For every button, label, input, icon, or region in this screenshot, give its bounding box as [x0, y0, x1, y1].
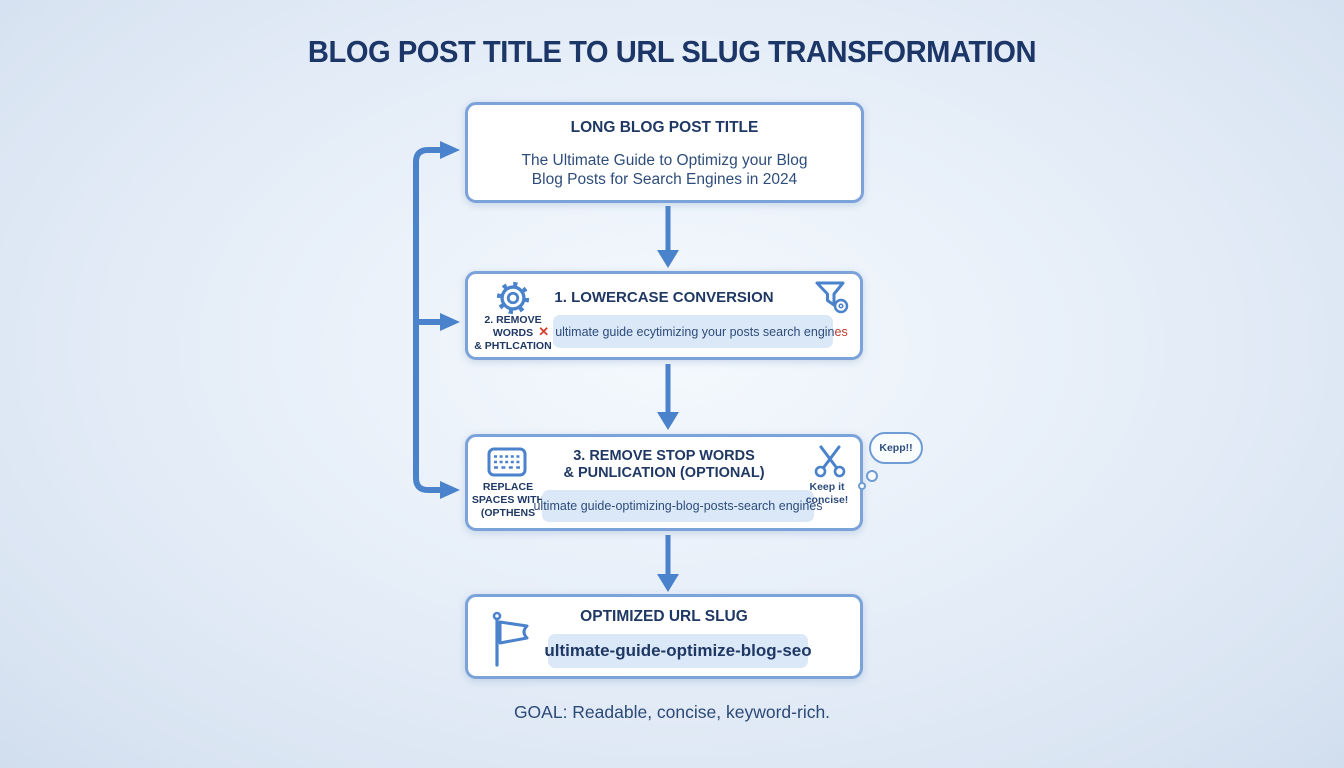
output-field-text: ultimate-guide-optimize-blog-seo [544, 641, 812, 660]
step1-field-red-suffix: es [834, 324, 848, 339]
input-body-line2: Blog Posts for Search Engines in 2024 [531, 171, 798, 188]
input-title-box: LONG BLOG POST TITLE The Ultimate Guide … [465, 102, 864, 203]
step1-side-line3: & PHTLCATION [474, 340, 552, 352]
keyboard-icon [487, 447, 527, 477]
step1-heading: 1. LOWERCASE CONVERSION [554, 289, 774, 306]
step1-side-line2: WORDS [492, 327, 534, 339]
output-slug-field: ultimate-guide-optimize-blog-seo [544, 634, 812, 668]
step2-heading: 3. REMOVE STOP WORDS & PUNLICATION (OPTI… [468, 448, 860, 482]
input-box-body: The Ultimate Guide to Optimizg your Blog… [468, 151, 861, 189]
step2-stopwords-box: 3. REMOVE STOP WORDS & PUNLICATION (OPTI… [465, 434, 863, 531]
note-line2: concise! [805, 494, 849, 506]
flow-arrow-down-2 [657, 364, 679, 430]
flow-arrow-down-3 [657, 535, 679, 592]
note-line1: Keep it [809, 481, 845, 493]
thought-bubble-dot [866, 470, 878, 482]
step2-side-line3: (OPTHENS [480, 507, 536, 519]
step2-field-text: ultimate guide-optimizing-blog-posts-sea… [533, 499, 823, 513]
step1-result-field: ✕ ultimate guide ecytimizing your posts … [538, 315, 848, 348]
gear-icon [496, 281, 530, 315]
step2-side-line1: REPLACE [482, 481, 534, 493]
step1-lowercase-box: 1. LOWERCASE CONVERSION 2. REMOVE WORDS … [465, 271, 863, 360]
step2-side-label: REPLACE SPACES WITH (OPTHENS [468, 481, 548, 520]
flag-icon [492, 611, 529, 667]
thought-bubble-dot [858, 482, 866, 490]
goal-caption: GOAL: Readable, concise, keyword-rich. [513, 702, 831, 722]
step1-side-label: 2. REMOVE WORDS & PHTLCATION [471, 314, 555, 353]
step1-field-text: ultimate guide ecytimizing your posts se… [555, 324, 835, 339]
output-heading: OPTIMIZED URL SLUG [580, 608, 748, 625]
scissors-icon [814, 445, 846, 478]
step2-side-line2: SPACES WITH [471, 494, 545, 506]
funnel-filter-icon [815, 281, 849, 314]
branch-connector-arrows [413, 141, 460, 499]
step2-heading-line1: 3. REMOVE STOP WORDS [573, 448, 755, 464]
step1-side-line1: 2. REMOVE [484, 314, 542, 326]
input-body-line1: The Ultimate Guide to Optimizg your Blog [521, 152, 808, 169]
output-slug-box: OPTIMIZED URL SLUG ultimate-guide-optimi… [465, 594, 863, 679]
step2-heading-line2: & PUNLICATION (OPTIONAL) [563, 465, 765, 481]
flow-arrow-down-1 [657, 206, 679, 268]
diagram-title: BLOG POST TITLE TO URL SLUG TRANSFORMATI… [307, 34, 1037, 69]
thought-bubble: Kepp!! [869, 432, 923, 464]
input-box-heading: LONG BLOG POST TITLE [570, 119, 759, 136]
keep-it-concise-note: Keep it concise! [798, 481, 856, 507]
step2-result-field: ultimate guide-optimizing-blog-posts-sea… [533, 490, 823, 522]
x-mark-icon: ✕ [538, 323, 550, 339]
